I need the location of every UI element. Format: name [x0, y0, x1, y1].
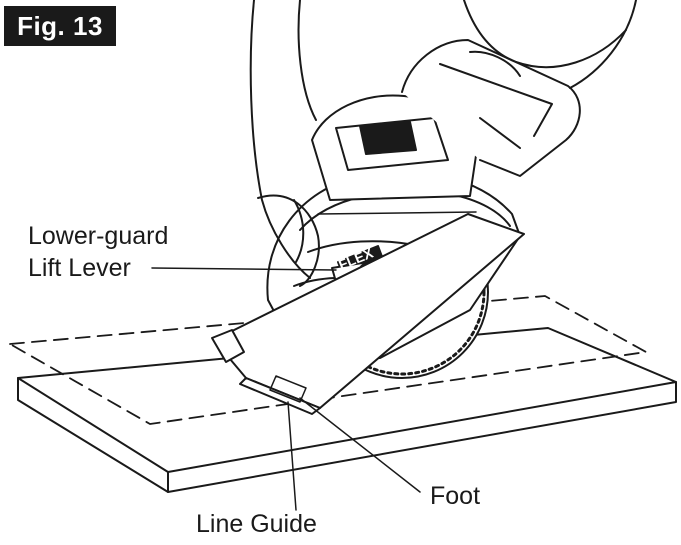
- operator-hands: [249, 0, 637, 287]
- callout-foot: Foot: [430, 482, 481, 510]
- workpiece-board: [17, 327, 677, 493]
- figure-label-badge: Fig. 13: [4, 6, 116, 46]
- callout-lower-guard-line1: Lower-guard: [28, 222, 169, 250]
- callout-lower-guard-line2: Lift Lever: [28, 254, 131, 282]
- saw-foot: [211, 213, 525, 415]
- callout-line-guide: Line Guide: [196, 510, 317, 538]
- leader-lines: [151, 267, 421, 511]
